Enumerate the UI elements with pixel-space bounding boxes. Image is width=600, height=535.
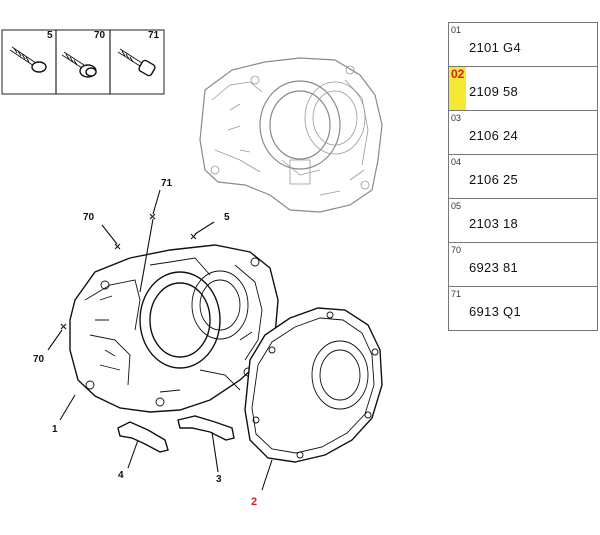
part-index: 02	[451, 67, 465, 81]
callout-2: 2	[251, 496, 257, 508]
parts-table-row[interactable]: 02 2109 58	[448, 66, 598, 111]
part-number: 2106 25	[469, 172, 519, 187]
parts-table-cell: 01 2101 G4	[448, 22, 598, 67]
hardware-box: 5 70 71	[1, 29, 165, 95]
parts-table-row[interactable]: 05 2103 18	[448, 198, 598, 243]
bracket-part-3	[177, 415, 235, 441]
stud-icon	[117, 48, 156, 77]
leader-lines	[47, 189, 273, 491]
part-number: 2109 58	[469, 84, 519, 99]
part-index: 03	[451, 113, 462, 123]
parts-table-cell: 02 2109 58	[448, 66, 598, 111]
exploded-parts-diagram: 5 70 71	[1, 29, 383, 508]
part-index: 71	[451, 289, 462, 299]
parts-reference-table: 01 2101 G4 02 2109 58 03 2106 24 04 2106 25 05 21…	[448, 22, 598, 331]
highlight-marker	[449, 67, 466, 110]
callout-1: 1	[52, 424, 58, 435]
callout-5: 5	[224, 212, 230, 223]
part-number: 2103 18	[469, 216, 519, 231]
callout-70-lower: 70	[33, 354, 45, 365]
part-number: 6923 81	[469, 260, 519, 275]
bolt-icon	[61, 51, 97, 78]
part-index: 04	[451, 157, 462, 167]
parts-table-row[interactable]: 71 6913 Q1	[448, 286, 598, 331]
rear-housing-view	[199, 57, 383, 213]
parts-table-row[interactable]: 04 2106 25	[448, 154, 598, 199]
parts-table-cell: 04 2106 25	[448, 154, 598, 199]
gasket-plate-part-2	[244, 307, 383, 463]
bracket-part-4	[117, 421, 169, 453]
parts-table-row[interactable]: 70 6923 81	[448, 242, 598, 287]
parts-table-row[interactable]: 01 2101 G4	[448, 22, 598, 67]
parts-table-cell: 03 2106 24	[448, 110, 598, 155]
parts-table-row[interactable]: 03 2106 24	[448, 110, 598, 155]
parts-table-cell: 05 2103 18	[448, 198, 598, 243]
callout-70-upper: 70	[83, 212, 95, 223]
part-index: 01	[451, 25, 462, 35]
callout-4: 4	[118, 470, 124, 481]
part-index: 05	[451, 201, 462, 211]
part-number: 6913 Q1	[469, 304, 521, 319]
fastener-markers	[60, 213, 197, 330]
parts-table-cell: 70 6923 81	[448, 242, 598, 287]
part-index: 70	[451, 245, 462, 255]
hw-label-71: 71	[148, 30, 160, 41]
part-number: 2106 24	[469, 128, 519, 143]
callout-71: 71	[161, 178, 173, 189]
callout-3: 3	[216, 474, 222, 485]
clutch-housing-part-1	[69, 244, 279, 413]
hw-label-5: 5	[47, 30, 53, 41]
screw-icon	[9, 46, 47, 73]
hw-label-70: 70	[94, 30, 106, 41]
parts-table-cell: 71 6913 Q1	[448, 286, 598, 331]
part-number: 2101 G4	[469, 40, 521, 55]
